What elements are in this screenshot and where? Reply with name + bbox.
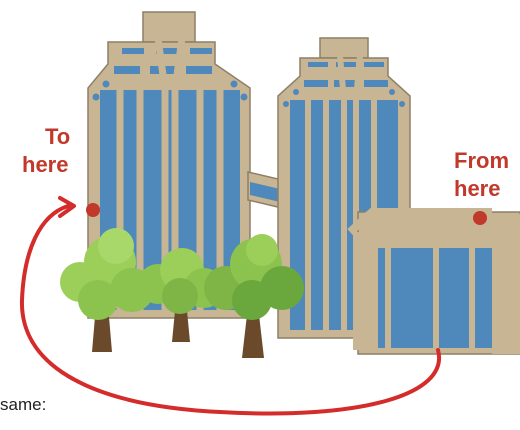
tree-right — [204, 234, 304, 358]
origin-marker — [473, 211, 487, 225]
from-label-line1: From — [454, 148, 509, 173]
to-label-line1: To — [45, 124, 70, 149]
tree-middle — [138, 248, 224, 342]
to-label-line2: here — [22, 152, 68, 177]
annex-building — [347, 208, 520, 355]
path-arrow — [19, 196, 442, 416]
sky-bridge — [247, 171, 283, 209]
tree-left — [60, 228, 154, 352]
destination-marker — [86, 203, 100, 217]
partial-caption: same: — [0, 395, 46, 414]
from-label-line2: here — [454, 176, 500, 201]
